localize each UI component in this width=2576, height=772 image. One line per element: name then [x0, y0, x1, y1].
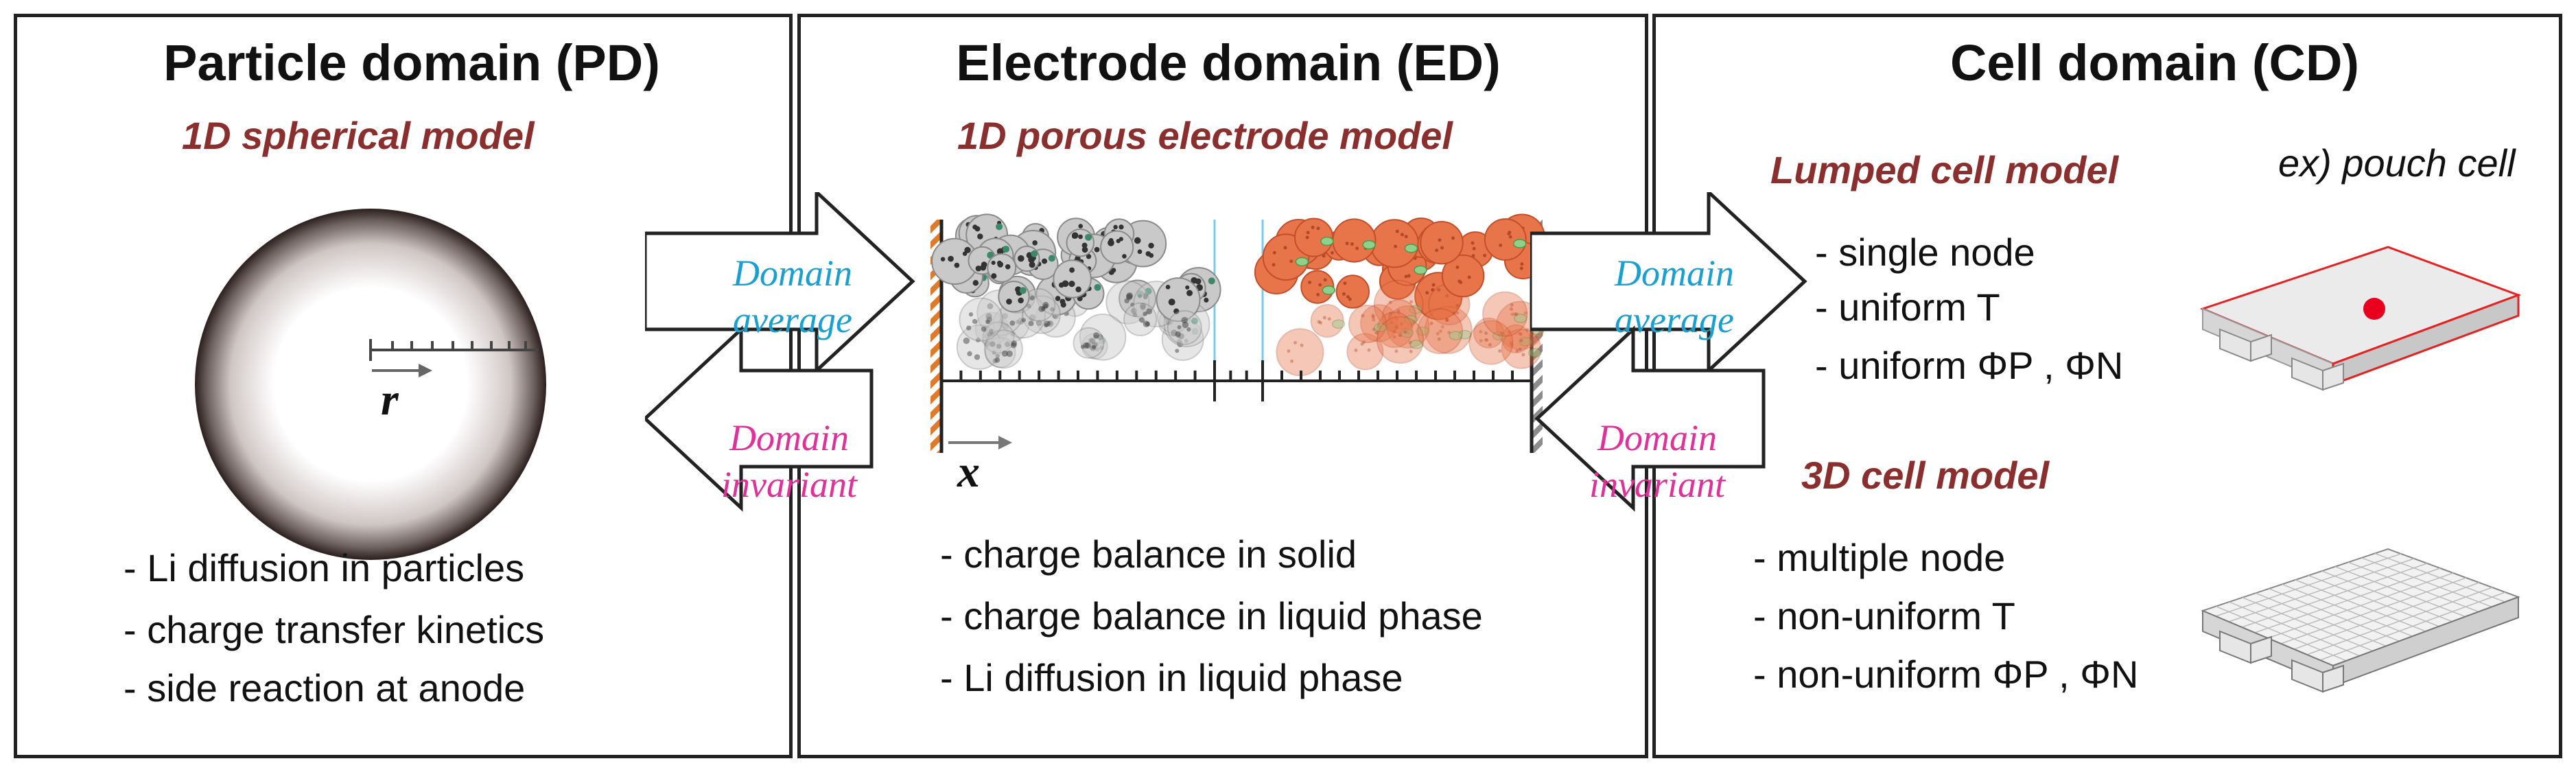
lumped-bullet-1: - single node: [1815, 231, 2035, 274]
anode-particle: [956, 324, 1002, 370]
cathode-particles: [1254, 213, 1545, 377]
3d-bullet-3: - non-uniform ΦP , ΦN: [1753, 653, 2139, 696]
cathode-particle: [1501, 329, 1542, 369]
3d-cell-model-title: 3D cell model: [1801, 454, 2050, 497]
electrode-bullet-2: - charge balance in liquid phase: [940, 594, 1483, 638]
lumped-cell-model-title: Lumped cell model: [1770, 148, 2119, 191]
lumped-bullet-2: - uniform T: [1815, 285, 2000, 329]
cell-domain-title: Cell domain (CD): [1949, 34, 2360, 91]
cathode-particle: [1386, 305, 1430, 349]
cathode-particle: [1293, 218, 1334, 257]
anode-particle: [974, 312, 1009, 346]
cathode-particle: [1376, 312, 1414, 349]
x-direction-arrow: [948, 436, 1012, 449]
particle-sphere: [195, 209, 546, 560]
3d-pouch-cell-figure: [2201, 548, 2520, 693]
anode-particle: [1073, 327, 1105, 359]
particle-bullet-3: - side reaction at anode: [124, 666, 526, 710]
single-node-hot-spot: [2363, 298, 2385, 320]
cathode-particle: [1348, 305, 1387, 343]
domain-invariant-arrow-right: [1534, 325, 1766, 512]
cathode-particle: [1420, 220, 1464, 265]
x-coordinate-label: x: [957, 447, 980, 497]
cathode-particle: [1310, 304, 1344, 338]
cathode-particle: [1370, 219, 1419, 268]
3d-bullet-2: - non-uniform T: [1753, 594, 2015, 638]
radial-grid: [369, 339, 539, 361]
lumped-bullet-3: - uniform ΦP , ΦN: [1815, 344, 2124, 387]
anode-particle: [982, 321, 1015, 354]
domain-average-arrow-right: [1530, 192, 1807, 375]
anode-particle: [1079, 313, 1127, 361]
cathode-particle: [1346, 333, 1384, 371]
anode-particle: [1123, 302, 1158, 336]
right-arrow-pair: [1530, 192, 1807, 512]
anode-particle: [983, 329, 1023, 369]
lumped-pouch-cell-figure: [2199, 246, 2522, 391]
left-arrow-pair: [645, 192, 915, 512]
anode-particle: [1105, 280, 1150, 325]
example-pouch-cell-label: ex) pouch cell: [2278, 141, 2516, 185]
anode-particle: [1022, 295, 1061, 334]
radial-coordinate-label: r: [381, 375, 399, 425]
electrode-bullet-3: - Li diffusion in liquid phase: [940, 656, 1403, 699]
cathode-particle: [1501, 324, 1531, 353]
cathode-particle: [1441, 254, 1485, 298]
cathode-particle: [1360, 304, 1398, 342]
anode-particles: [931, 213, 1221, 370]
radial-arrow: [372, 364, 432, 377]
anode-particle: [1053, 259, 1092, 299]
particle-domain-title: Particle domain (PD): [163, 34, 660, 91]
anode-particle: [1100, 230, 1134, 264]
cathode-particle: [1468, 320, 1514, 365]
cathode-particle: [1484, 218, 1527, 261]
porous-electrode-figure: [930, 213, 1545, 453]
electrode-bullet-1: - charge balance in solid: [940, 533, 1357, 576]
electrode-mesh: [940, 360, 1533, 401]
electrode-domain-subtitle: 1D porous electrode model: [957, 114, 1453, 157]
cathode-particle: [1381, 299, 1417, 334]
cathode-particle: [1417, 308, 1464, 354]
anode-particle: [1167, 309, 1202, 345]
cathode-particle: [1473, 317, 1504, 349]
anode-particle: [998, 280, 1030, 313]
electrode-domain-title: Electrode domain (ED): [956, 34, 1501, 91]
cathode-particle: [1335, 274, 1370, 309]
particle-bullet-2: - charge transfer kinetics: [124, 608, 545, 651]
cathode-particle: [1373, 279, 1424, 330]
anode-particle: [1066, 228, 1094, 257]
anode-particle: [985, 336, 1016, 369]
particle-domain-subtitle: 1D spherical model: [182, 114, 535, 157]
anode-particle: [1081, 333, 1108, 360]
3d-bullet-1: - multiple node: [1753, 536, 2006, 579]
cathode-particle: [1424, 305, 1473, 354]
spherical-particle-figure: [195, 209, 546, 560]
cathode-particle: [1276, 328, 1324, 377]
cathode-particle: [1482, 291, 1528, 337]
domain-invariant-arrow-left: [645, 325, 874, 512]
particle-bullet-1: - Li diffusion in particles: [124, 546, 525, 589]
cathode-particle: [1376, 316, 1425, 364]
anode-particle: [959, 297, 1003, 342]
domain-average-arrow-left: [645, 192, 915, 375]
